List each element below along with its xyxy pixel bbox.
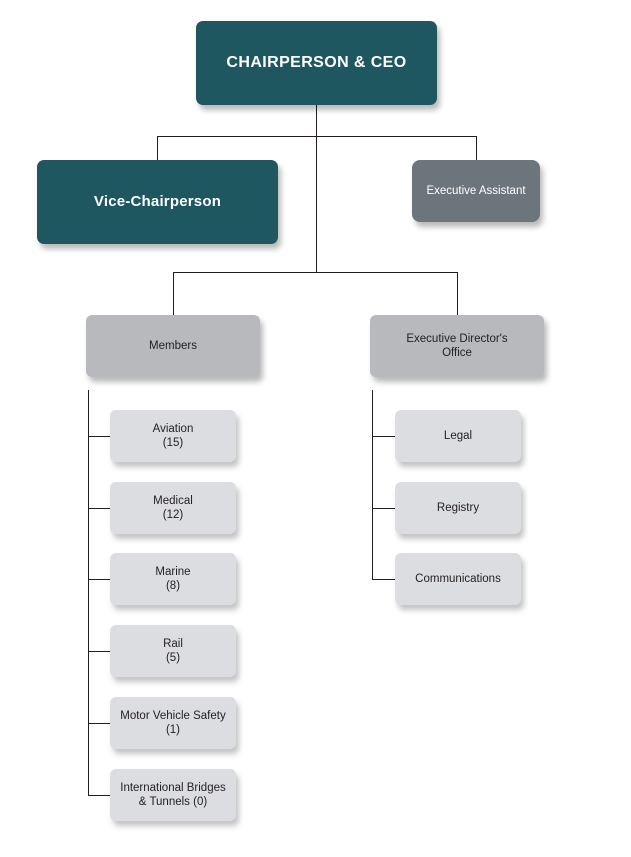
node-member-marine-label: Marine (8) (155, 565, 191, 592)
node-member-rail[interactable]: Rail (5) (110, 625, 236, 677)
connector-stub-motor-vehicle-safety (88, 723, 111, 724)
node-executive-directors-office-label: Executive Director's Office (406, 332, 508, 359)
connector-executive-directors-office-spine (372, 390, 373, 579)
node-member-aviation-label: Aviation (15) (152, 422, 194, 449)
node-member-international-bridges-tunnels-label: International Bridges & Tunnels (0) (120, 781, 226, 808)
connector-ceo-lower-stem (316, 136, 317, 273)
connector-stub-medical (88, 508, 111, 509)
connector-stub-registry (372, 508, 395, 509)
node-chairperson-ceo[interactable]: CHAIRPERSON & CEO (196, 21, 437, 105)
connector-stub-international-bridges-tunnels (88, 795, 111, 796)
node-vice-chairperson[interactable]: Vice-Chairperson (37, 160, 278, 244)
connector-ceo-stem (316, 105, 317, 136)
connector-stub-legal (372, 436, 395, 437)
node-member-medical[interactable]: Medical (12) (110, 482, 236, 534)
connector-stub-communications (372, 579, 395, 580)
node-members[interactable]: Members (86, 315, 260, 377)
connector-stub-rail (88, 651, 111, 652)
node-member-international-bridges-tunnels[interactable]: International Bridges & Tunnels (0) (110, 769, 236, 821)
node-vice-chairperson-label: Vice-Chairperson (93, 192, 222, 210)
node-chairperson-ceo-label: CHAIRPERSON & CEO (226, 54, 407, 71)
node-member-rail-label: Rail (5) (163, 637, 183, 664)
node-member-marine[interactable]: Marine (8) (110, 553, 236, 605)
connector-members-spine (88, 390, 89, 796)
connector-stub-marine (88, 579, 111, 580)
node-office-legal[interactable]: Legal (395, 410, 521, 462)
node-executive-assistant[interactable]: Executive Assistant (412, 160, 540, 222)
connector-stub-aviation (88, 436, 111, 437)
node-member-aviation[interactable]: Aviation (15) (110, 410, 236, 462)
node-office-registry-label: Registry (436, 501, 480, 514)
node-member-motor-vehicle-safety-label: Motor Vehicle Safety (1) (120, 709, 226, 736)
node-office-legal-label: Legal (443, 429, 473, 442)
connector-executive-directors-office-drop (457, 272, 458, 316)
node-member-medical-label: Medical (12) (153, 494, 193, 521)
connector-tier1-bus (157, 136, 477, 137)
node-office-communications[interactable]: Communications (395, 553, 521, 605)
node-office-registry[interactable]: Registry (395, 482, 521, 534)
connector-executive-assistant-drop (476, 136, 477, 161)
connector-vice-chairperson-drop (157, 136, 158, 161)
node-members-label: Members (149, 339, 197, 352)
node-executive-assistant-label: Executive Assistant (426, 184, 526, 197)
node-office-communications-label: Communications (415, 572, 501, 585)
node-member-motor-vehicle-safety[interactable]: Motor Vehicle Safety (1) (110, 697, 236, 749)
node-executive-directors-office[interactable]: Executive Director's Office (370, 315, 544, 377)
connector-tier2-bus (173, 272, 458, 273)
connector-members-drop (173, 272, 174, 316)
